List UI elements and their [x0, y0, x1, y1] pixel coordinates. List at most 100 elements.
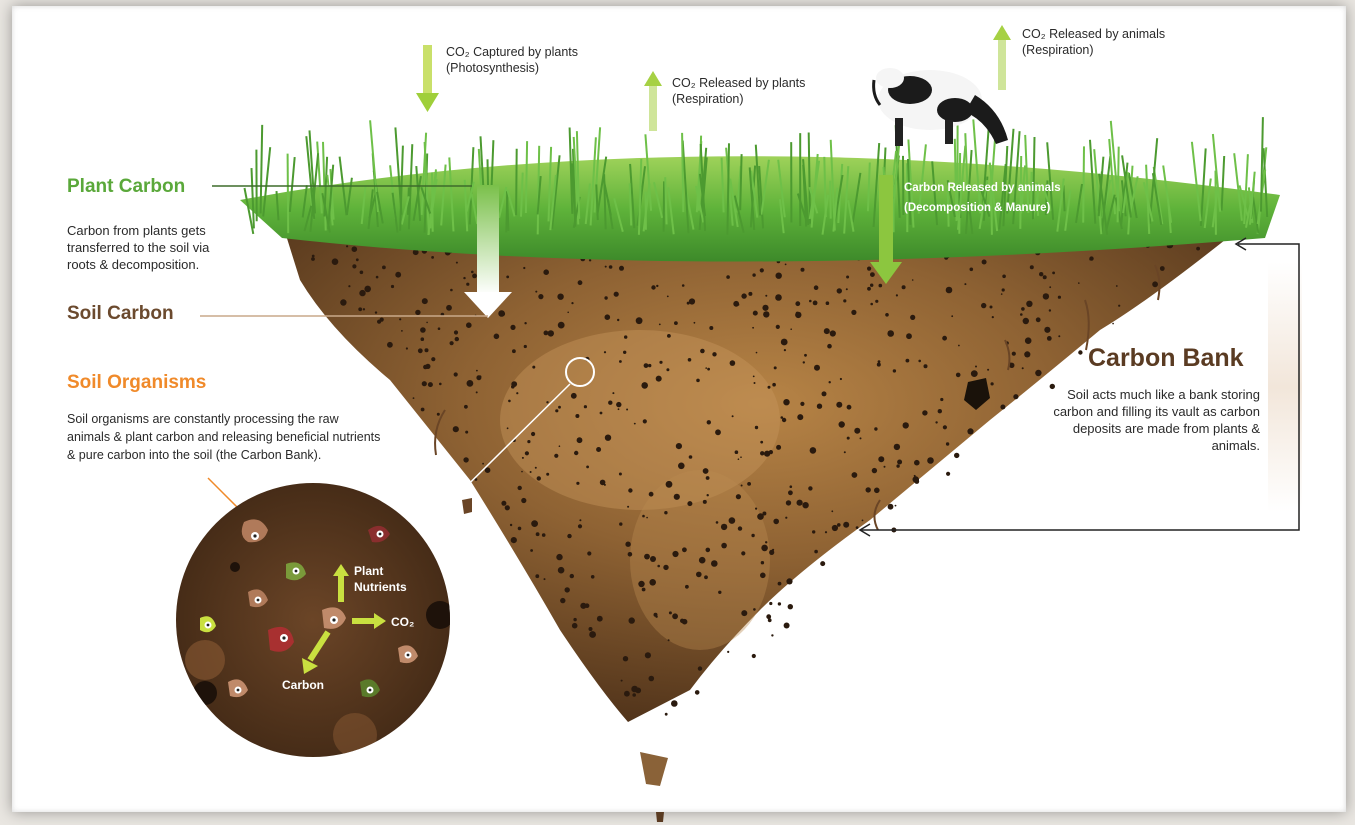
soil-speck [544, 578, 546, 580]
grass-blade [830, 181, 831, 219]
soil-speck [415, 310, 420, 315]
soil-speck [756, 352, 758, 354]
soil-speck [1002, 288, 1005, 291]
inset-co2-label: CO₂ [391, 614, 414, 631]
soil-speck [558, 406, 561, 409]
co2-released-animals-label: CO₂ Released by animals (Respiration) [1022, 26, 1165, 58]
soil-speck [579, 519, 581, 521]
grass-blade [252, 168, 254, 228]
soil-speck [752, 273, 755, 276]
soil-speck [624, 335, 627, 338]
soil-speck [548, 330, 554, 336]
soil-speck [878, 360, 881, 363]
soil-speck [332, 258, 339, 265]
soil-speck [364, 286, 371, 293]
soil-speck [584, 405, 587, 408]
soil-speck [1049, 286, 1051, 288]
soil-speck [940, 398, 943, 401]
soil-speck [556, 554, 562, 560]
soil-speck [897, 460, 902, 465]
soil-speck [825, 531, 827, 533]
soil-speck [604, 484, 606, 486]
soil-speck [884, 466, 886, 468]
soil-speck [511, 385, 515, 389]
soil-speck [826, 301, 830, 305]
soil-speck [951, 315, 953, 317]
soil-speck [656, 285, 658, 287]
soil-speck [672, 613, 678, 619]
soil-speck [671, 700, 678, 707]
soil-speck [454, 372, 458, 376]
soil-carbon-title: Soil Carbon [67, 303, 174, 325]
soil-speck [651, 285, 655, 289]
soil-speck [874, 488, 880, 494]
soil-speck [860, 437, 862, 439]
soil-speck [578, 280, 583, 285]
soil-speck [501, 312, 506, 317]
soil-speck [888, 504, 894, 510]
soil-speck [1044, 327, 1050, 333]
soil-speck [802, 502, 808, 508]
grass-blade [506, 197, 507, 233]
soil-speck [771, 634, 773, 636]
soil-speck [762, 512, 766, 516]
soil-speck [741, 610, 747, 616]
soil-speck [776, 445, 781, 450]
carbon-bank-desc-line: deposits are made from plants & animals. [1030, 420, 1260, 454]
soil-speck [893, 369, 896, 372]
soil-speck [597, 616, 603, 622]
soil-speck [557, 294, 563, 300]
soil-speck [619, 473, 622, 476]
soil-speck [632, 693, 636, 697]
soil-speck [505, 505, 510, 510]
soil-speck [824, 328, 830, 334]
soil-speck [874, 427, 877, 430]
soil-speck [629, 617, 635, 623]
soil-speck [616, 402, 621, 407]
soil-speck [1022, 367, 1024, 369]
soil-speck [1152, 281, 1158, 287]
soil-speck [650, 556, 656, 562]
soil-speck [716, 521, 719, 524]
soil-speck [624, 691, 630, 697]
soil-speck [501, 501, 506, 506]
soil-speck [854, 428, 860, 434]
soil-speck [537, 476, 541, 480]
soil-speck [817, 404, 822, 409]
soil-speck [846, 288, 848, 290]
soil-speck [604, 296, 607, 299]
soil-speck [642, 588, 646, 592]
soil-speck [885, 313, 889, 317]
soil-speck [619, 522, 622, 525]
soil-speck [667, 334, 671, 338]
soil-speck [567, 534, 571, 538]
co2-captured-arrow [416, 45, 439, 112]
soil-speck [776, 273, 782, 279]
soil-speck [575, 414, 579, 418]
soil-speck [423, 365, 428, 370]
soil-speck [872, 468, 877, 473]
soil-speck [938, 409, 942, 413]
soil-speck [1025, 337, 1032, 344]
soil-speck [896, 294, 898, 296]
soil-speck [752, 327, 754, 329]
soil-speck [358, 307, 362, 311]
soil-speck [425, 348, 429, 352]
co2-captured-sub: (Photosynthesis) [446, 60, 578, 76]
soil-speck [703, 500, 707, 504]
soil-speck [942, 336, 947, 341]
soil-speck [769, 602, 772, 605]
soil-speck [856, 526, 859, 529]
soil-speck [797, 500, 803, 506]
soil-speck [700, 349, 705, 354]
soil-speck [784, 349, 786, 351]
soil-speck [887, 330, 894, 337]
soil-speck [1013, 394, 1018, 399]
soil-speck [522, 457, 524, 459]
soil-speck [687, 302, 690, 305]
soil-speck [466, 283, 469, 286]
soil-speck [1196, 247, 1200, 251]
soil-speck [674, 494, 680, 500]
soil-speck [535, 574, 539, 578]
